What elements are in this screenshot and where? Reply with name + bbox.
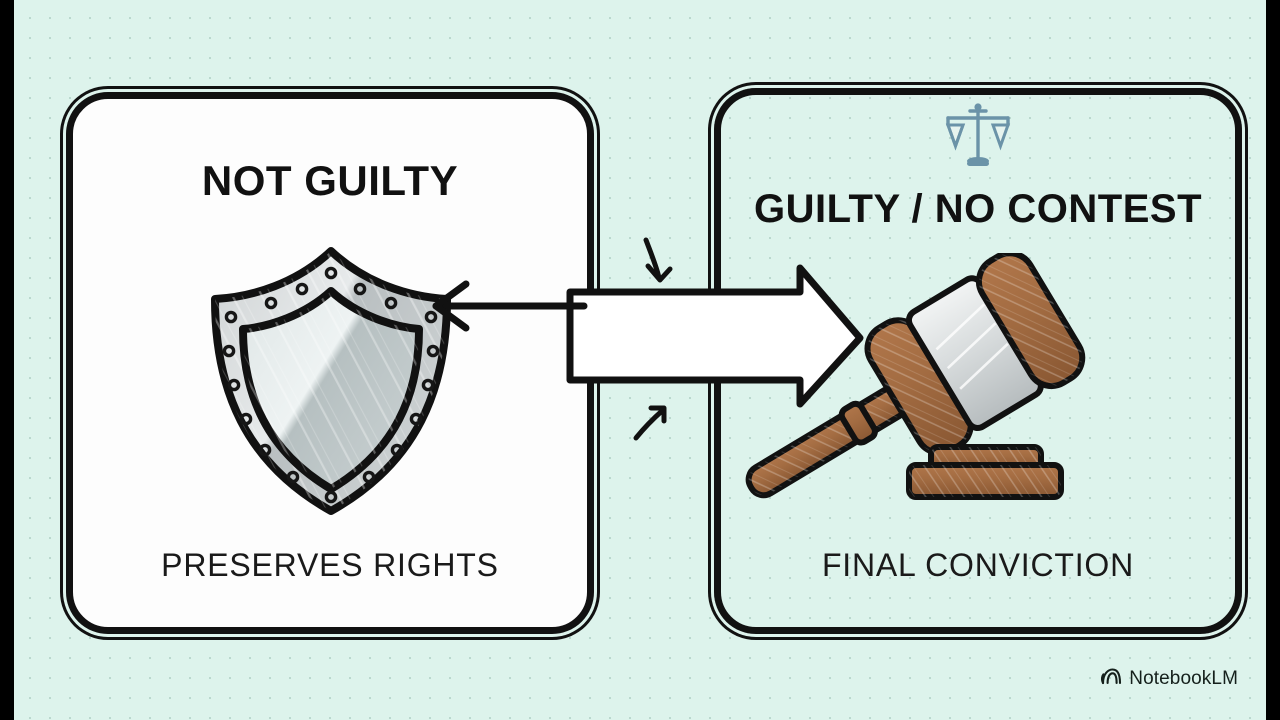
right-panel-title: GUILTY / NO CONTEST (753, 187, 1203, 231)
shield-icon (201, 239, 461, 524)
left-panel-title: NOT GUILTY (201, 157, 459, 204)
panel-guilty-no-contest[interactable]: GUILTY / NO CONTEST (714, 88, 1242, 634)
left-panel-caption: PRESERVES RIGHTS (161, 547, 499, 583)
balance-scales-icon (721, 101, 1235, 180)
panel-not-guilty[interactable]: NOT GUILTY (66, 92, 594, 634)
letterbox-bar-right (1266, 0, 1280, 720)
notebooklm-label: NotebookLM (1129, 668, 1238, 689)
notebooklm-watermark: NotebookLM (1101, 668, 1238, 690)
letterbox-bar-left (0, 0, 14, 720)
slide-canvas: NOT GUILTY (14, 0, 1266, 720)
doodle-up-arrow (633, 405, 667, 441)
doodle-down-arrow (643, 237, 673, 283)
gavel-icon (741, 250, 1101, 538)
notebooklm-logo-icon (1101, 668, 1122, 690)
right-panel-caption: FINAL CONVICTION (821, 547, 1135, 583)
